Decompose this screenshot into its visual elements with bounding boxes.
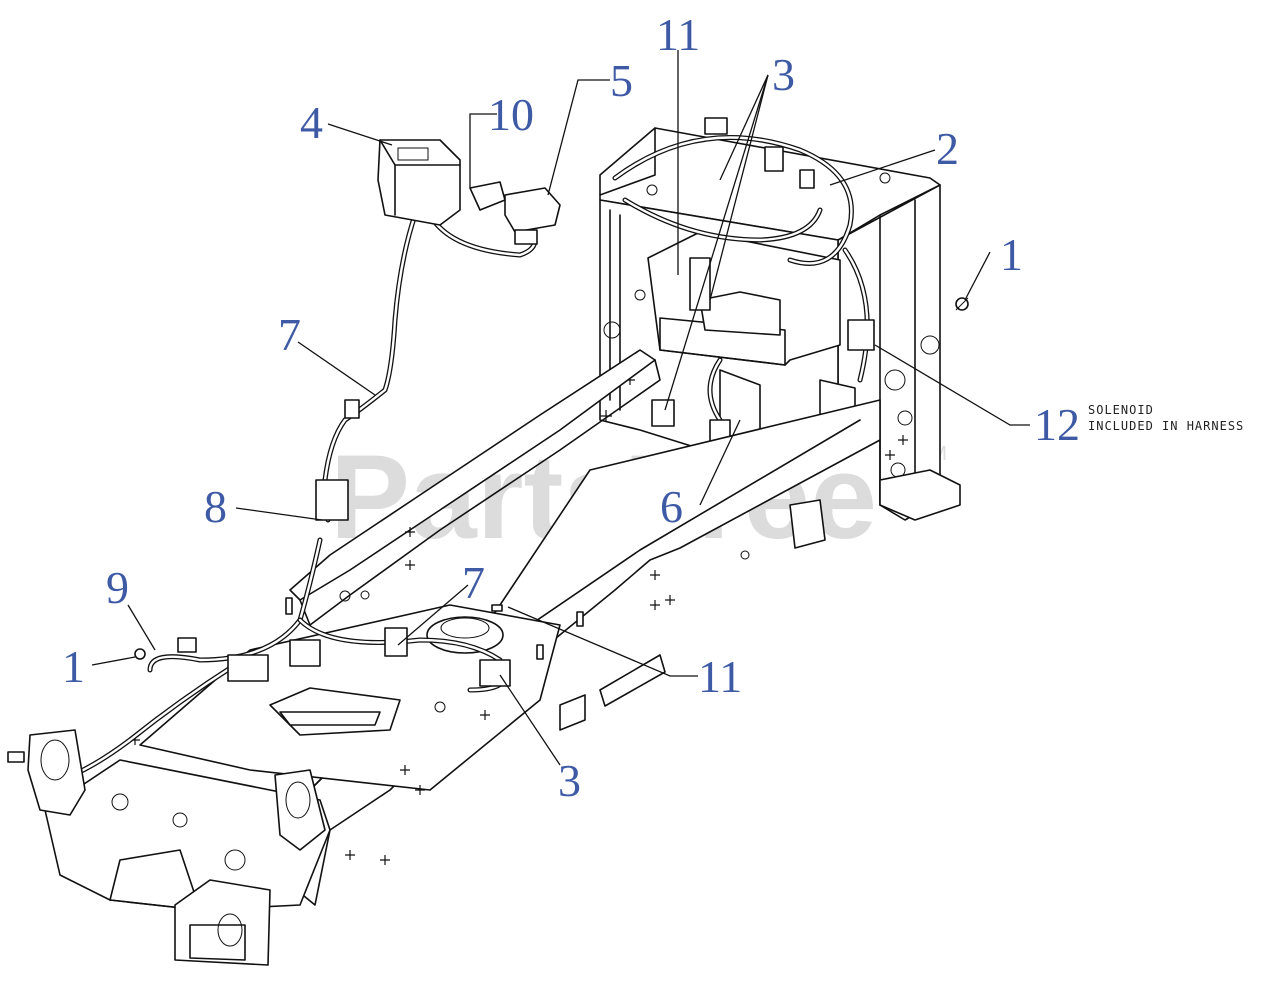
callout-6: 6 (660, 481, 683, 532)
leader-lines (91, 50, 1030, 766)
rear-harness (612, 117, 875, 443)
solenoid-note-line-1: SOLENOID (1088, 403, 1154, 417)
callout-1-right: 1 (1000, 229, 1023, 280)
callout-8: 8 (204, 481, 227, 532)
callout-2: 2 (936, 123, 959, 174)
callout-10: 10 (488, 89, 534, 140)
clip-part-1-left (134, 648, 146, 660)
clip-part-1-right (955, 297, 969, 311)
front-harness (7, 537, 511, 851)
callout-5: 5 (610, 55, 633, 106)
dash-harness (315, 212, 538, 523)
callout-12: 12 (1034, 399, 1080, 450)
main-frame-rails (44, 349, 881, 966)
callout-9: 9 (106, 562, 129, 613)
callout-11-bottom: 11 (698, 651, 742, 702)
callout-7-top: 7 (278, 309, 301, 360)
callout-3-bottom: 3 (558, 755, 581, 806)
solenoid-note-line-2: INCLUDED IN HARNESS (1088, 419, 1244, 433)
switch-part-10 (469, 181, 506, 211)
callout-7-mid: 7 (462, 557, 485, 608)
callout-labels: 4 10 5 11 3 2 1 7 12 SOLENOID INCLUDED I… (62, 9, 1244, 806)
switch-part-5 (504, 187, 561, 245)
callout-1-left: 1 (62, 641, 85, 692)
ignition-module-part-4 (377, 139, 461, 226)
callout-4: 4 (300, 97, 323, 148)
fasteners (285, 597, 584, 660)
callout-11-top: 11 (656, 9, 700, 60)
callout-3-top: 3 (772, 49, 795, 100)
